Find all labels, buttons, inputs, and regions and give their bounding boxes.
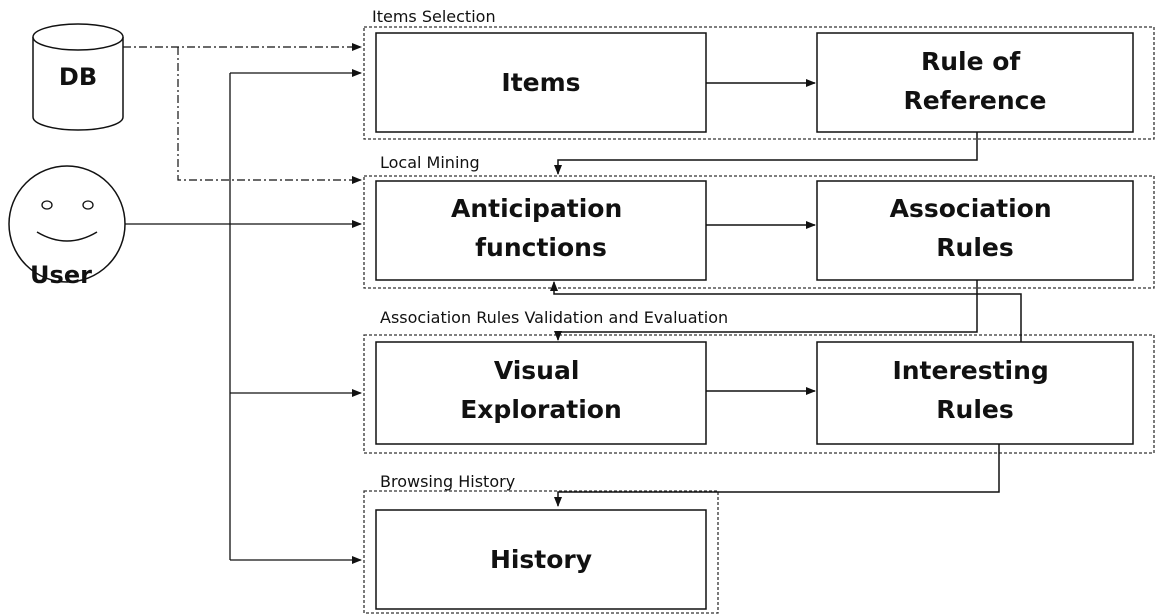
db-to-local-mining-connector	[177, 47, 362, 184]
box-association-rules	[816, 180, 1134, 281]
group-label-items-selection: Items Selection	[372, 7, 496, 26]
user-label: User	[30, 261, 92, 289]
box-association-rules-label: Association Rules	[890, 194, 1061, 262]
db-label: DB	[59, 63, 97, 91]
box-visual-exploration	[375, 341, 707, 445]
box-items	[375, 32, 707, 133]
association-rules-to-validation-connector	[554, 280, 978, 341]
box-interesting-rules-label: Interesting Rules	[892, 356, 1057, 424]
box-rule-of-reference-label: Rule of Reference	[904, 47, 1047, 115]
box-anticipation-functions-label: Anticipation functions	[451, 194, 631, 262]
box-history-label: History	[490, 545, 592, 574]
box-anticipation-functions	[375, 180, 707, 281]
rule-of-reference-to-local-mining-connector	[554, 132, 978, 175]
box-visual-exploration-label: Visual Exploration	[460, 356, 622, 424]
box-history	[375, 509, 707, 610]
box-rule-of-reference	[816, 32, 1134, 133]
group-validation	[363, 334, 1155, 454]
group-browsing-history	[363, 490, 719, 614]
database-icon	[32, 23, 124, 131]
group-label-local-mining: Local Mining	[380, 153, 480, 172]
box-interesting-rules	[816, 341, 1134, 445]
interesting-rules-to-history-connector	[554, 444, 1000, 507]
interesting-rules-feedback-connector	[550, 281, 1022, 342]
group-label-browsing-history: Browsing History	[380, 472, 515, 491]
box-items-label: Items	[501, 68, 580, 97]
group-local-mining	[363, 175, 1155, 289]
group-items-selection	[363, 26, 1155, 140]
group-label-validation: Association Rules Validation and Evaluat…	[380, 308, 728, 327]
